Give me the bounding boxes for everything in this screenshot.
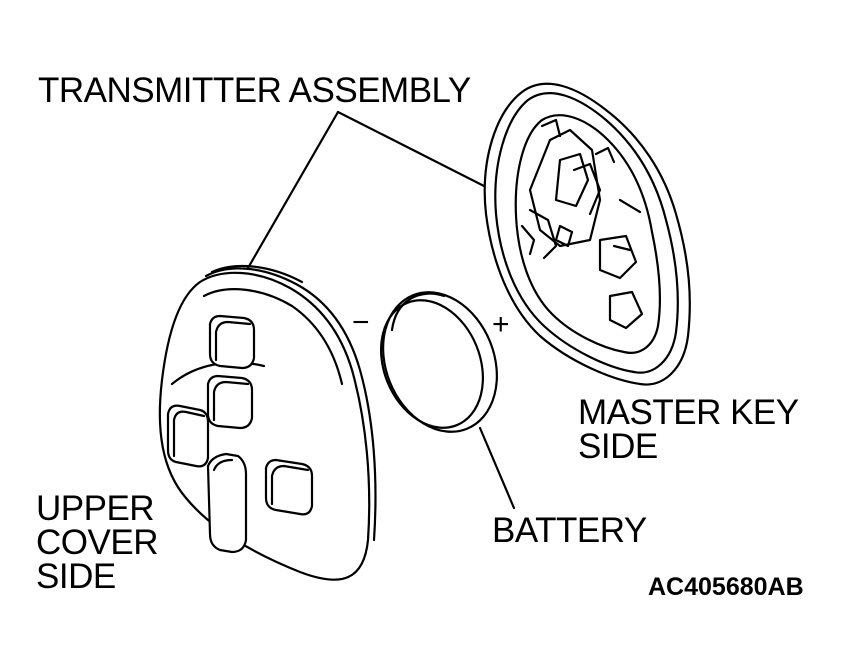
leader-line-transmitter-to-case: [336, 110, 486, 188]
top-button: [208, 314, 256, 370]
label-plus-terminal: +: [492, 308, 510, 341]
middle-button: [206, 374, 254, 430]
leader-line-battery: [478, 426, 516, 510]
battery-coin-cell: [379, 291, 498, 433]
label-battery: BATTERY: [492, 511, 647, 550]
label-master-key-side-line1: MASTER KEY: [578, 393, 799, 432]
upper-cover: [158, 264, 377, 581]
label-minus-terminal: −: [352, 306, 370, 339]
label-upper-cover-side-line2: COVER: [36, 523, 158, 562]
right-button: [264, 458, 314, 516]
left-button: [166, 404, 210, 468]
leader-line-transmitter-to-cover: [246, 110, 340, 270]
figure-code: AC405680AB: [648, 573, 804, 601]
label-upper-cover-side-line1: UPPER: [36, 489, 155, 528]
key-release-tab: [206, 452, 248, 554]
label-master-key-side-line2: SIDE: [578, 427, 658, 466]
label-transmitter-assembly: TRANSMITTER ASSEMBLY: [38, 71, 471, 110]
label-upper-cover-side-line3: SIDE: [36, 557, 116, 596]
master-key-case: [483, 82, 691, 386]
